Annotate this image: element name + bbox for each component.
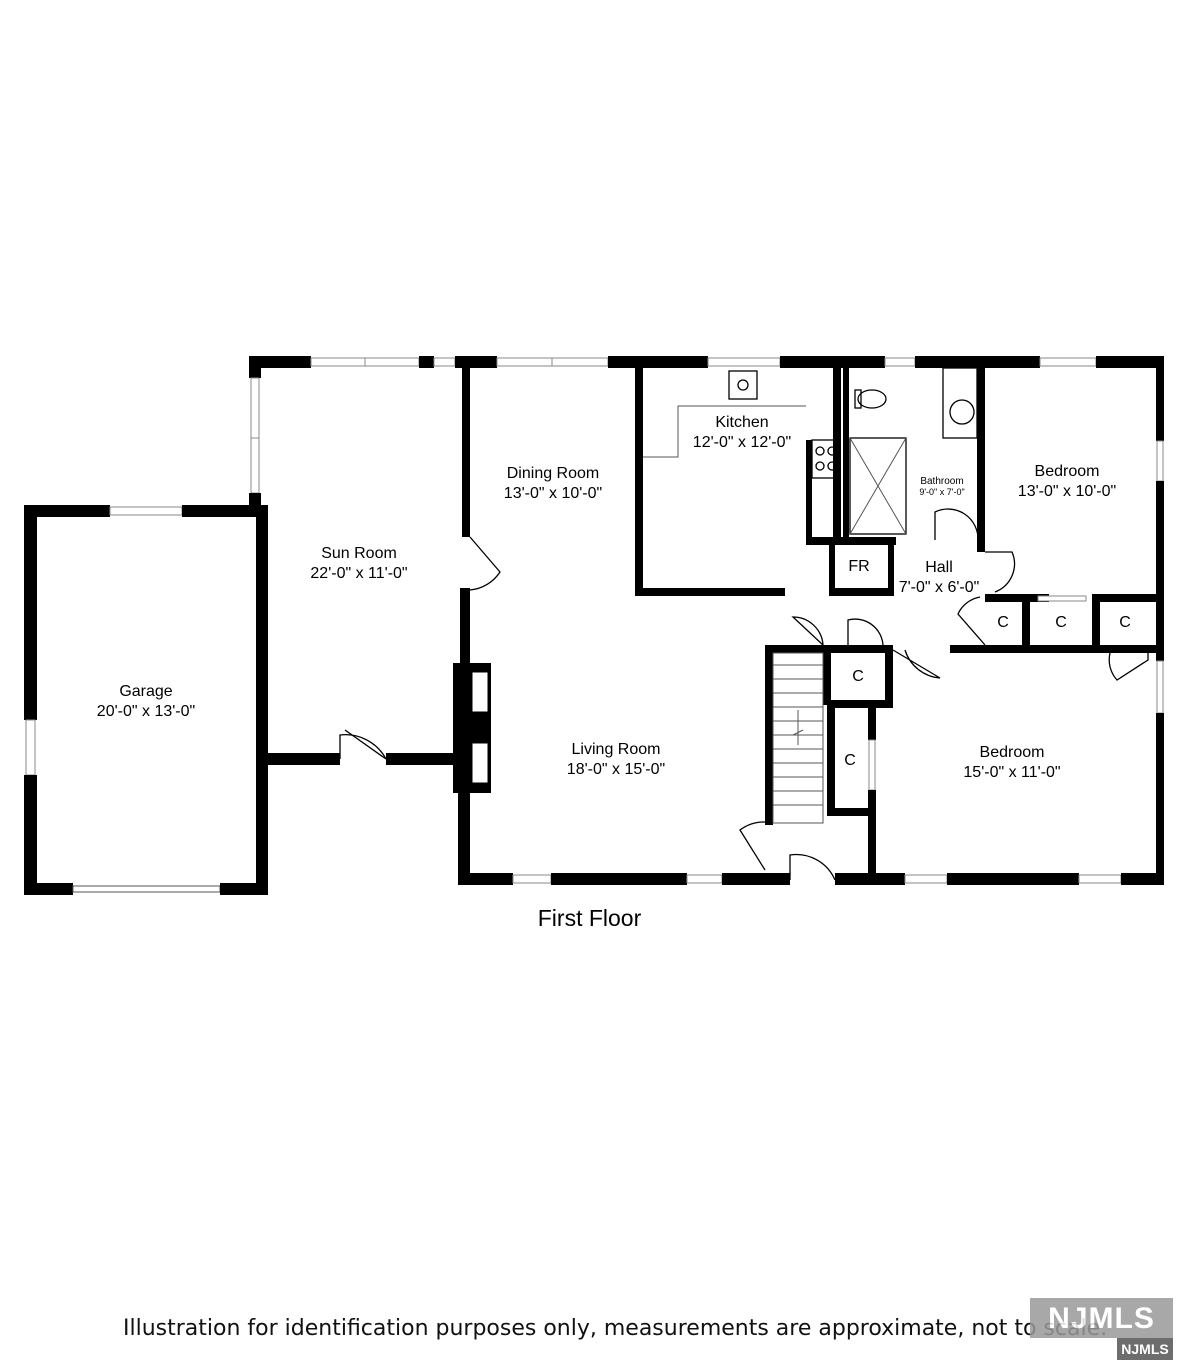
closet-label: C xyxy=(1055,614,1067,631)
living-room-name: Living Room xyxy=(572,741,661,758)
dining-room-size: 13'-0" x 10'-0" xyxy=(504,485,602,502)
sun-room-name: Sun Room xyxy=(321,545,397,562)
bathroom-size: 9'-0" x 7'-0" xyxy=(919,487,964,497)
garage-size: 20'-0" x 13'-0" xyxy=(97,703,195,720)
hall-name: Hall xyxy=(925,559,953,576)
hall-size: 7'-0" x 6'-0" xyxy=(899,579,980,596)
kitchen-walls xyxy=(635,365,896,596)
stairs-area xyxy=(739,616,941,885)
top-wall xyxy=(496,356,1164,368)
closet-label: C xyxy=(844,752,856,769)
living-room-size: 18'-0" x 15'-0" xyxy=(567,761,665,778)
closet-label: C xyxy=(852,668,864,685)
sun-room-size: 22'-0" x 11'-0" xyxy=(310,565,407,582)
bedroom-2-name: Bedroom xyxy=(980,744,1045,761)
kitchen-size: 12'-0" x 12'-0" xyxy=(693,434,791,451)
disclaimer-text: Illustration for identification purposes… xyxy=(123,1316,1108,1341)
fr-closet-label: FR xyxy=(848,558,869,575)
bathroom-walls xyxy=(843,365,985,545)
floor-title: First Floor xyxy=(537,905,642,931)
watermark-main: NJMLS xyxy=(1030,1298,1173,1338)
bathroom-name: Bathroom xyxy=(920,476,963,487)
right-wall xyxy=(1156,356,1164,885)
watermark-sub: NJMLS xyxy=(1117,1338,1173,1360)
garage-walls xyxy=(24,505,268,895)
closet-label: C xyxy=(1119,614,1131,631)
bedroom-1-name: Bedroom xyxy=(1035,463,1100,480)
bottom-wall xyxy=(458,873,1164,885)
hall-walls xyxy=(829,540,1156,681)
closet-label: C xyxy=(997,614,1009,631)
bedroom-2-size: 15'-0" x 11'-0" xyxy=(963,764,1060,781)
room-labels: Garage 20'-0" x 13'-0" Sun Room 22'-0" x… xyxy=(97,414,1131,781)
garage-name: Garage xyxy=(119,683,172,700)
dining-room-name: Dining Room xyxy=(507,465,599,482)
center-wall xyxy=(453,365,501,885)
kitchen-name: Kitchen xyxy=(715,414,768,431)
bedroom-1-size: 13'-0" x 10'-0" xyxy=(1018,483,1116,500)
sun-room-walls xyxy=(249,356,497,765)
njmls-watermark-logo: NJMLS NJMLS xyxy=(1030,1298,1173,1360)
